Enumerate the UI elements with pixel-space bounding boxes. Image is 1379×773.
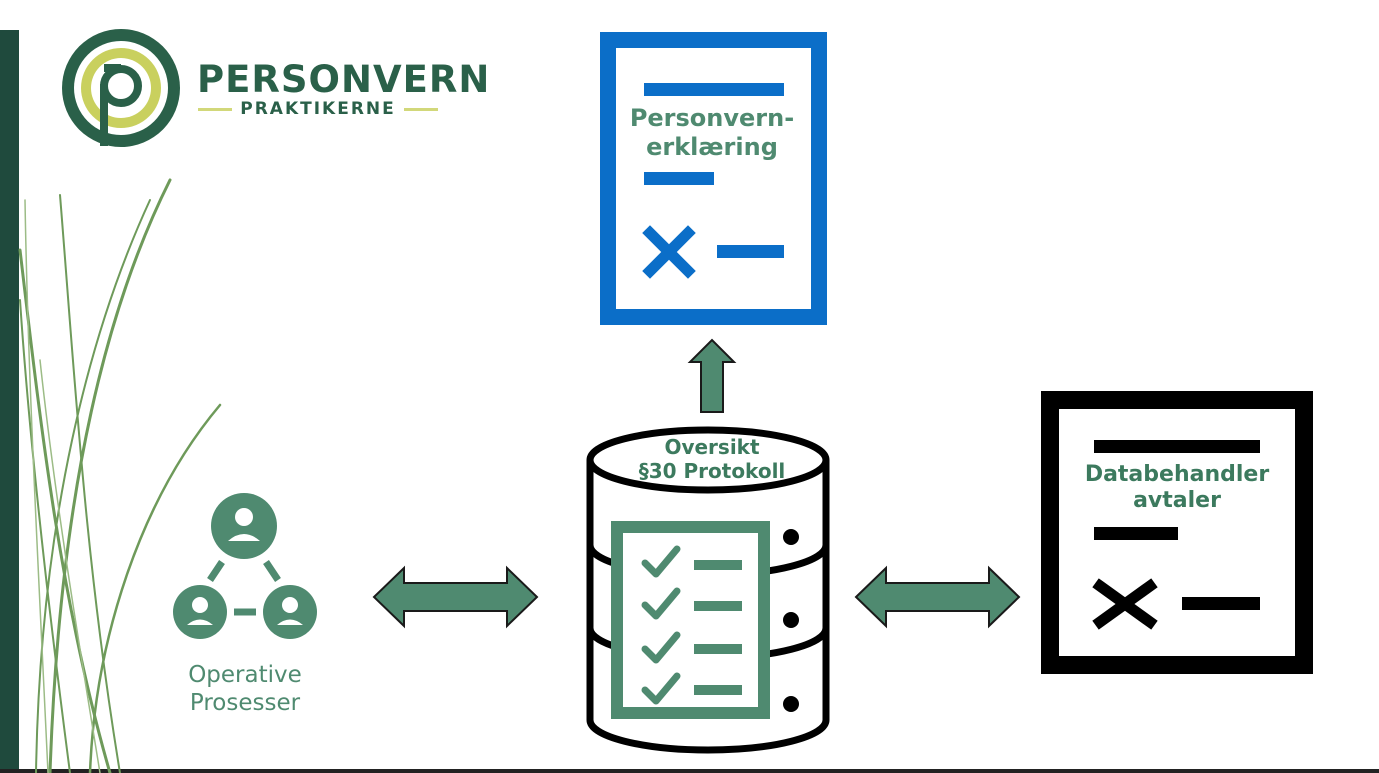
operations-label: Operative Prosesser: [165, 662, 325, 717]
dpa-label-line1: Databehandler: [1084, 462, 1270, 487]
people-network-icon: [173, 493, 317, 639]
logo-subtitle: PRAKTIKERNE: [240, 99, 396, 119]
overview-label: Oversikt §30 Protokoll: [618, 435, 806, 483]
grass-decoration: [18, 178, 222, 773]
double-arrow-right-icon: [854, 565, 1021, 629]
privacy-statement-label: Personvern- erklæring: [612, 104, 812, 162]
logo-title: PERSONVERN: [197, 58, 491, 101]
privacy-statement-document-icon: [600, 32, 827, 325]
checklist-icon: [611, 521, 770, 719]
dpa-document-icon: [1041, 391, 1313, 674]
logo-subtitle-line-right: [403, 107, 438, 111]
operations-label-line1: Operative: [188, 662, 302, 688]
overview-label-line2: §30 Protokoll: [638, 459, 786, 483]
bottom-rule: [0, 769, 1379, 773]
privacy-statement-label-line1: Personvern-: [629, 104, 795, 132]
privacy-statement-label-line2: erklæring: [646, 132, 778, 161]
logo-emblem-icon: [62, 29, 180, 147]
logo-subtitle-line-left: [198, 107, 233, 111]
left-sidebar-bar: [0, 30, 19, 773]
dpa-label: Databehandler avtaler: [1072, 462, 1282, 515]
logo-subtitle-row: PRAKTIKERNE: [198, 98, 438, 120]
double-arrow-left-icon: [372, 565, 539, 629]
up-arrow-icon: [687, 338, 737, 413]
dpa-label-line2: avtaler: [1133, 488, 1221, 514]
operations-label-line2: Prosesser: [189, 689, 301, 716]
database-dots: [783, 529, 799, 712]
overview-label-line1: Oversikt: [664, 435, 760, 459]
